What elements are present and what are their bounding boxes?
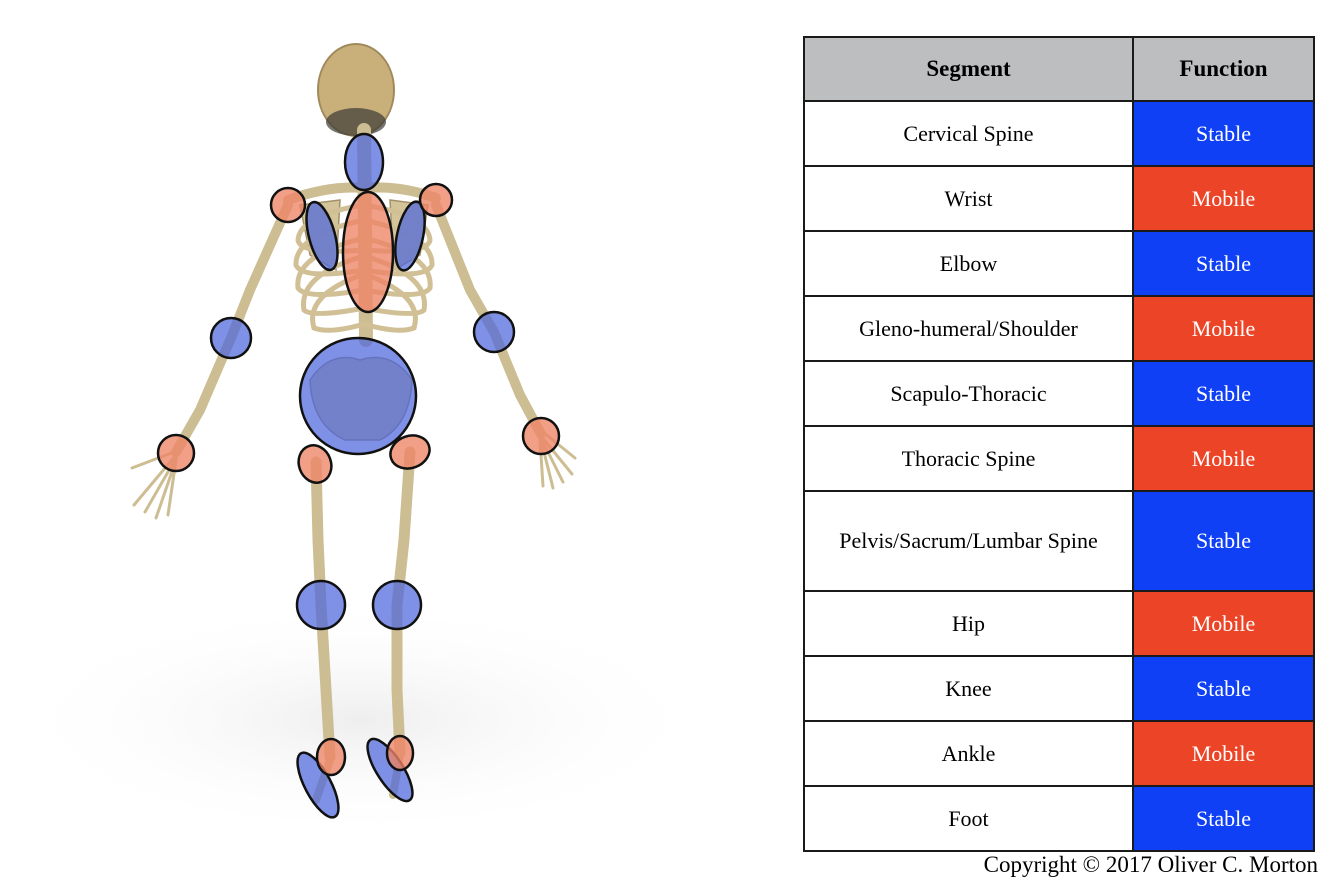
- table-row: Thoracic Spine Mobile: [803, 425, 1315, 492]
- marker-shoulder-right: [418, 182, 454, 218]
- table-row: Foot Stable: [803, 785, 1315, 852]
- table-row: Pelvis/Sacrum/Lumbar Spine Stable: [803, 490, 1315, 592]
- table-row: Wrist Mobile: [803, 165, 1315, 232]
- marker-elbow-right: [472, 310, 516, 354]
- segment-cell: Knee: [803, 655, 1134, 722]
- function-cell: Mobile: [1132, 165, 1315, 232]
- function-cell: Stable: [1132, 360, 1315, 427]
- segment-cell: Scapulo-Thoracic: [803, 360, 1134, 427]
- table-row: Hip Mobile: [803, 590, 1315, 657]
- function-cell: Stable: [1132, 490, 1315, 592]
- segment-cell: Cervical Spine: [803, 100, 1134, 167]
- segment-cell: Pelvis/Sacrum/Lumbar Spine: [803, 490, 1134, 592]
- table-row: Elbow Stable: [803, 230, 1315, 297]
- marker-scapulo-thoracic-left: [305, 200, 339, 272]
- segment-cell: Gleno-humeral/Shoulder: [803, 295, 1134, 362]
- function-cell: Stable: [1132, 785, 1315, 852]
- function-cell: Mobile: [1132, 590, 1315, 657]
- segment-function-table: Segment Function Cervical Spine Stable W…: [803, 36, 1315, 852]
- function-cell: Mobile: [1132, 720, 1315, 787]
- floor-shadow: [0, 600, 720, 840]
- segment-cell: Thoracic Spine: [803, 425, 1134, 492]
- marker-thoracic-spine: [341, 190, 395, 314]
- table-header-row: Segment Function: [803, 36, 1315, 102]
- segment-cell: Hip: [803, 590, 1134, 657]
- segment-cell: Ankle: [803, 720, 1134, 787]
- table-row: Gleno-humeral/Shoulder Mobile: [803, 295, 1315, 362]
- segment-cell: Wrist: [803, 165, 1134, 232]
- marker-hip-left: [297, 444, 333, 484]
- marker-elbow-left: [209, 316, 253, 360]
- marker-cervical-spine: [343, 132, 385, 192]
- marker-foot-left: [296, 751, 340, 819]
- function-cell: Mobile: [1132, 295, 1315, 362]
- marker-ankle-right: [385, 734, 415, 772]
- copyright-notice: Copyright © 2017 Oliver C. Morton: [983, 852, 1318, 877]
- marker-ankle-left: [315, 737, 347, 777]
- table-row: Cervical Spine Stable: [803, 100, 1315, 167]
- marker-scapulo-thoracic-right: [394, 200, 426, 272]
- table-row: Knee Stable: [803, 655, 1315, 722]
- segment-cell: Elbow: [803, 230, 1134, 297]
- segment-column-header: Segment: [803, 36, 1134, 102]
- function-cell: Stable: [1132, 100, 1315, 167]
- function-cell: Stable: [1132, 655, 1315, 722]
- marker-wrist-right: [521, 416, 561, 456]
- segment-markers: [156, 132, 561, 819]
- function-cell: Stable: [1132, 230, 1315, 297]
- table-row: Scapulo-Thoracic Stable: [803, 360, 1315, 427]
- function-column-header: Function: [1132, 36, 1315, 102]
- marker-pelvis-sacrum-lumbar: [298, 336, 418, 456]
- marker-shoulder-left: [269, 186, 307, 224]
- function-cell: Mobile: [1132, 425, 1315, 492]
- table-row: Ankle Mobile: [803, 720, 1315, 787]
- marker-hip-right: [389, 434, 431, 470]
- marker-wrist-left: [156, 433, 196, 473]
- marker-knee-right: [371, 579, 423, 631]
- skeleton-figure: [0, 43, 720, 840]
- segment-cell: Foot: [803, 785, 1134, 852]
- marker-knee-left: [295, 579, 347, 631]
